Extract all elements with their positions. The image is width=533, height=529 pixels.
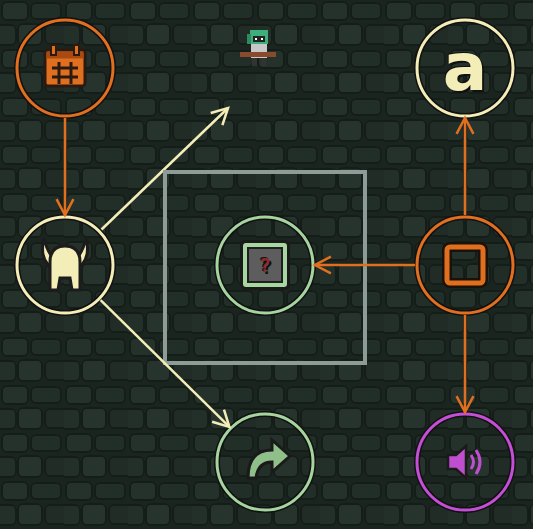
arrow-shaft [315,264,415,267]
flow-arrow [101,300,230,427]
arrow-shaft [64,118,67,215]
outline-ring [17,20,113,116]
flow-arrow [57,118,74,215]
outline-shadow [217,217,313,313]
event-node [15,18,115,118]
arrow-shaft [101,300,230,427]
outline-shadow [417,20,513,116]
arrow-shaft [464,315,467,412]
text-node: a [415,18,515,118]
redo-icon [248,440,290,478]
outline-ring [217,217,313,313]
helmet-icon [43,238,88,290]
node-outline [215,412,315,512]
flow-arrow [457,315,474,412]
selection-frame: ? [163,170,367,365]
player-sprite [240,30,276,66]
outline-shadow [417,217,513,313]
arrow-head [212,410,229,427]
speaker-icon [448,446,480,478]
actor-node [15,215,115,315]
redo-node [215,412,315,512]
outline-ring [417,217,513,313]
block-node: ? [215,215,315,315]
arrow-head [57,199,74,215]
node-label: ? [259,255,271,275]
flow-arrow [457,118,474,215]
node-label: a [443,35,488,101]
outline-ring [217,414,313,510]
arrow-shaft [464,118,467,215]
node-outline [15,18,115,118]
flow-arrow [315,257,415,274]
sound-node [415,412,515,512]
outline-ring [17,217,113,313]
square-icon [447,247,483,283]
node-outline [415,215,515,315]
arrow-head [457,396,474,412]
outline-ring [417,414,513,510]
arrow-head [315,257,331,274]
arrow-head [457,118,474,134]
outline-shadow [417,414,513,510]
outline-shadow [217,414,313,510]
node-outline [415,412,515,512]
outline-shadow [17,217,113,313]
question-block-icon [240,240,290,290]
calendar-icon [45,45,85,86]
node-outline [15,215,115,315]
shape-node [415,215,515,315]
outline-ring [417,20,513,116]
outline-shadow [17,20,113,116]
